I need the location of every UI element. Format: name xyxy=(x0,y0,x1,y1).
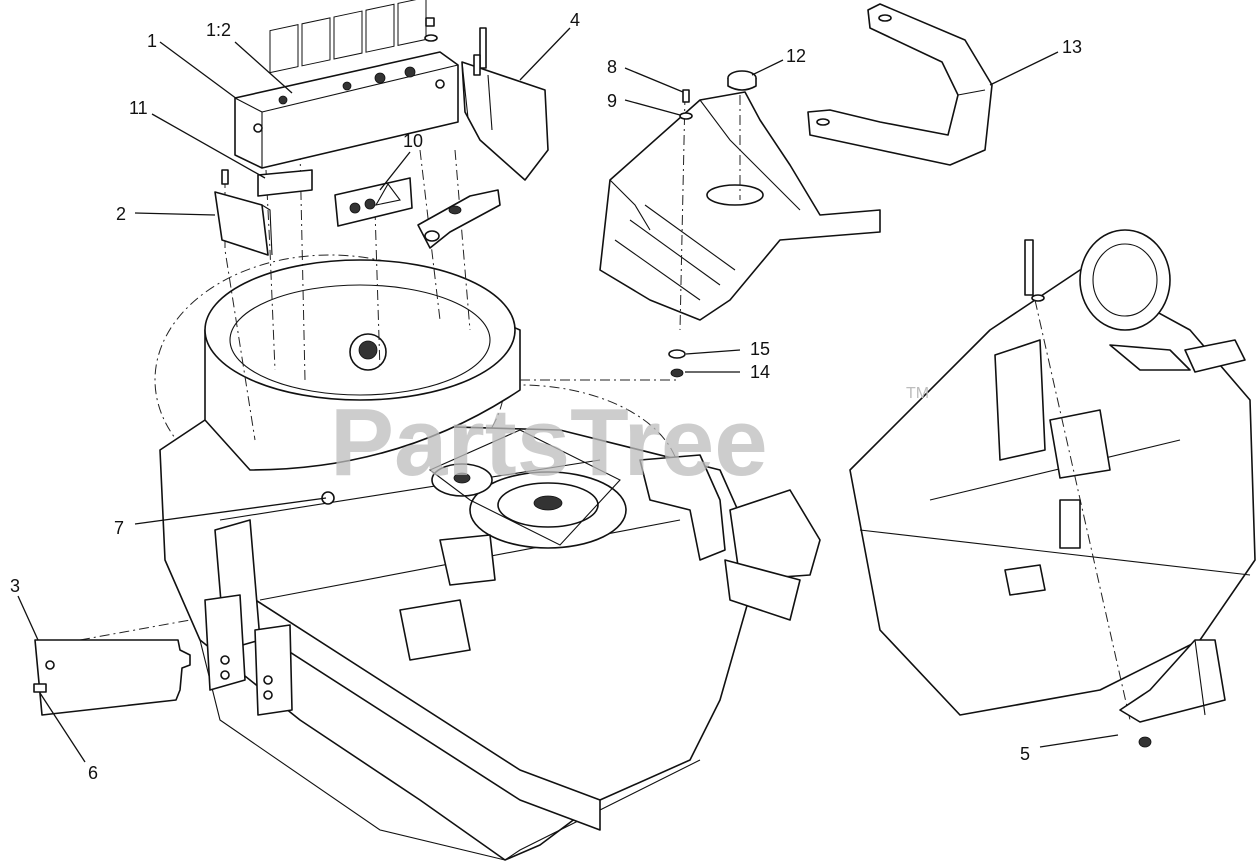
hood-bracket xyxy=(807,3,993,166)
callout-7: 7 xyxy=(114,518,124,538)
callout-10: 10 xyxy=(403,131,423,151)
callouts: 1 1:2 2 3 4 5 6 7 8 9 10 11 12 13 14 15 xyxy=(10,10,1119,783)
decal-strip xyxy=(257,169,313,197)
callout-1: 1 xyxy=(147,31,157,51)
callout-15: 15 xyxy=(750,339,770,359)
callout-12: 12 xyxy=(786,46,806,66)
control-panel-plate xyxy=(234,0,459,169)
callout-14: 14 xyxy=(750,362,770,382)
side-bracket xyxy=(214,169,273,256)
callout-5: 5 xyxy=(1020,744,1030,764)
latch-handle xyxy=(417,189,501,249)
callout-4: 4 xyxy=(570,10,580,30)
watermark: PartsTree xyxy=(330,389,768,496)
callout-8: 8 xyxy=(607,57,617,77)
callout-1-2: 1:2 xyxy=(206,20,231,40)
callout-11: 11 xyxy=(129,98,148,118)
callout-13: 13 xyxy=(1062,37,1082,57)
callout-9: 9 xyxy=(607,91,617,111)
discharge-chute-hood xyxy=(599,70,881,378)
watermark-trademark: TM xyxy=(906,385,929,402)
right-chute-assembly xyxy=(849,229,1256,748)
callout-6: 6 xyxy=(88,763,98,783)
side-shield-plate xyxy=(33,639,191,716)
callout-3: 3 xyxy=(10,576,20,596)
chute-deflector xyxy=(461,27,549,181)
mower-deck xyxy=(79,149,821,861)
callout-2: 2 xyxy=(116,204,126,224)
warning-decal xyxy=(334,177,413,227)
